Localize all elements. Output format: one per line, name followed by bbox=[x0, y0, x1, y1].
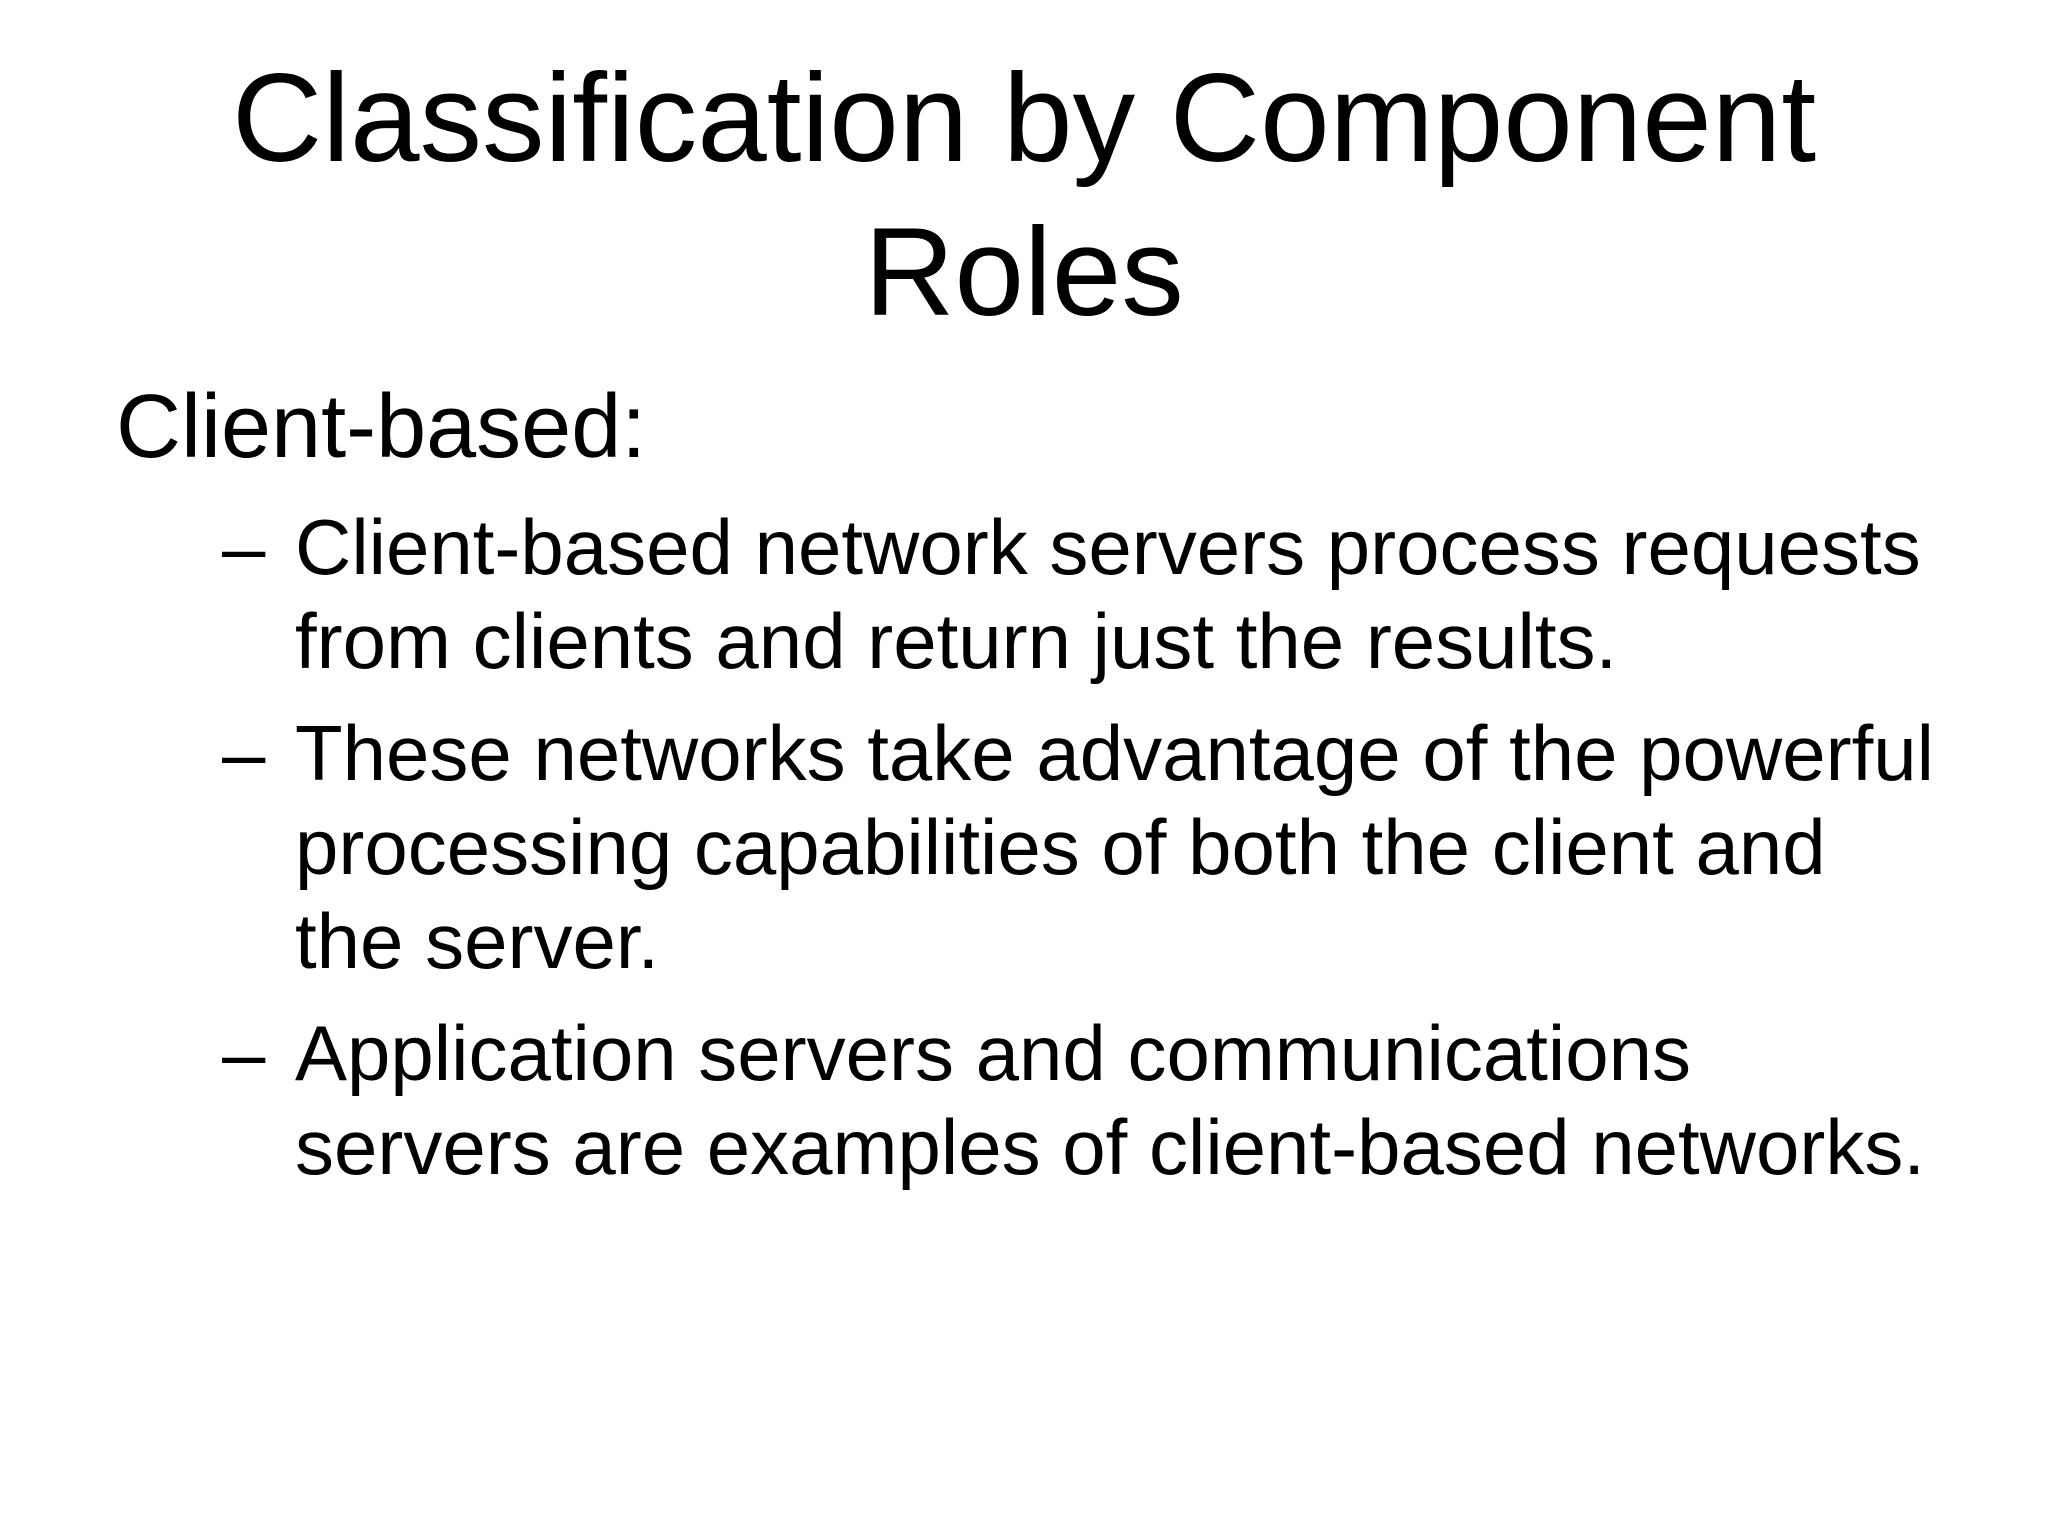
slide-title-line-1: Classification by Component bbox=[231, 49, 1817, 188]
bullet-text: Client-based network servers process req… bbox=[295, 500, 1988, 688]
slide-title: Classification by Component Roles bbox=[0, 0, 2048, 350]
bullet-1-line-1: Client-based network servers process req… bbox=[295, 503, 1921, 591]
bullet-3-line-2: servers are examples of client-based net… bbox=[295, 1103, 1926, 1191]
bullet-list: – Client-based network servers process r… bbox=[0, 500, 2048, 1194]
bullet-dash-marker: – bbox=[222, 1009, 266, 1097]
bullet-item-2: – These networks take advantage of the p… bbox=[222, 706, 1988, 988]
bullet-item-1: – Client-based network servers process r… bbox=[222, 500, 1988, 688]
bullet-2-line-3: the server. bbox=[295, 897, 660, 985]
bullet-text: Application servers and communications s… bbox=[295, 1006, 1988, 1194]
body-heading: Client-based: bbox=[116, 377, 647, 477]
bullet-1-line-2: from clients and return just the results… bbox=[295, 597, 1618, 685]
bullet-dash-marker: – bbox=[222, 709, 266, 797]
bullet-3-line-1: Application servers and communications bbox=[295, 1009, 1692, 1097]
bullet-dash-marker: – bbox=[222, 503, 266, 591]
bullet-item-3: – Application servers and communications… bbox=[222, 1006, 1988, 1194]
bullet-2-line-1: These networks take advantage of the pow… bbox=[295, 709, 1934, 797]
bullet-2-line-2: processing capabilities of both the clie… bbox=[295, 803, 1826, 891]
bullet-text: These networks take advantage of the pow… bbox=[295, 706, 1988, 988]
slide-title-line-2: Roles bbox=[864, 203, 1184, 342]
